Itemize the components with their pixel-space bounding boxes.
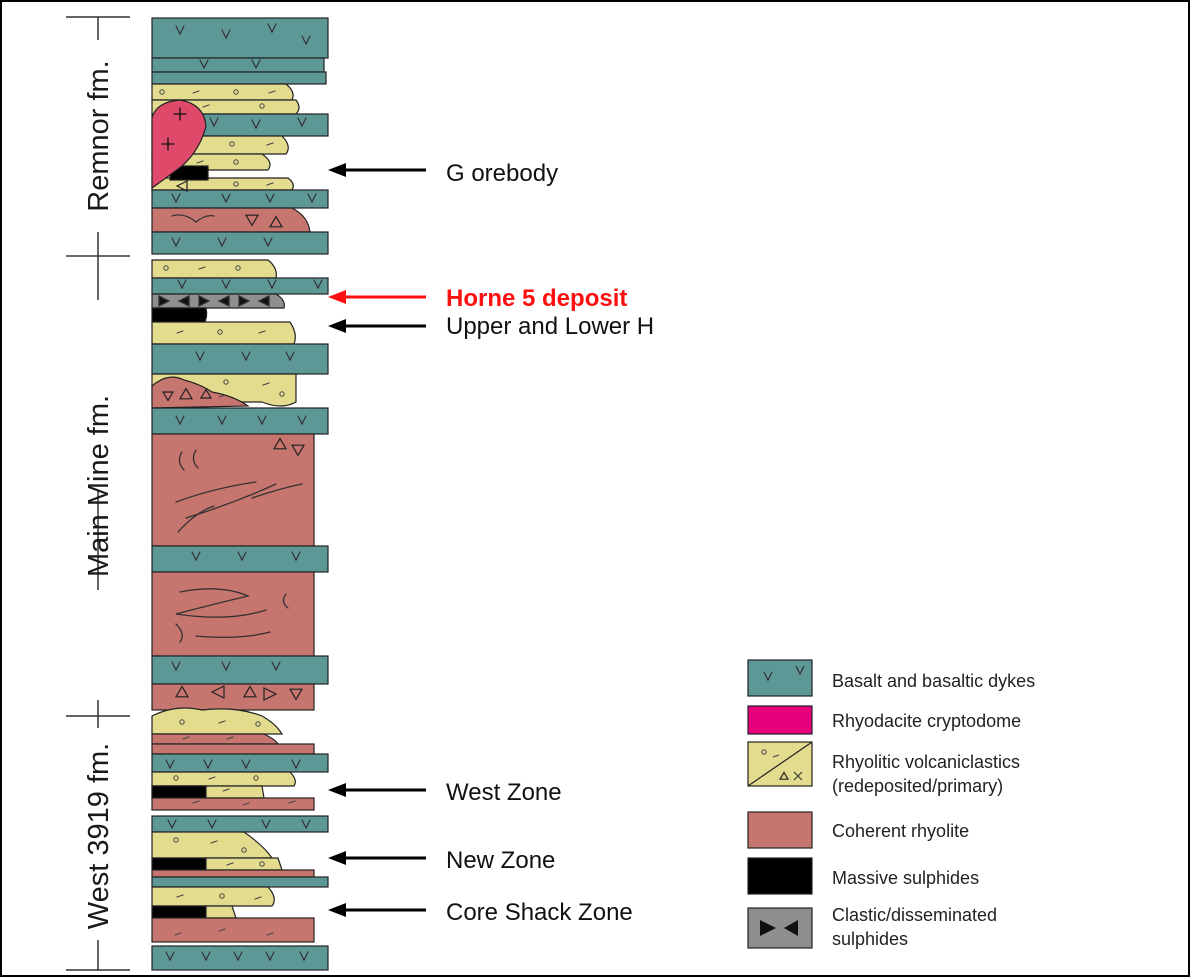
volcaniclastic-layer — [152, 832, 272, 858]
legend-label-clastic: Clastic/disseminated — [832, 905, 997, 925]
legend-swatch-basalt — [748, 660, 812, 696]
rhyolite-layer — [152, 870, 314, 877]
legend-label-volcaniclastics-sub: (redeposited/primary) — [832, 776, 1003, 796]
volcaniclastic-layer — [152, 708, 282, 734]
volcaniclastic-layer — [152, 887, 274, 906]
rhyolite-layer — [152, 744, 314, 754]
basalt-layer — [152, 754, 328, 772]
volcaniclastic-layer — [206, 906, 236, 918]
basalt-layer — [152, 946, 328, 970]
basalt-layer — [152, 656, 328, 684]
legend-label-volcaniclastics: Rhyolitic volcaniclastics — [832, 752, 1020, 772]
rhyolite-layer — [152, 434, 314, 546]
volcaniclastic-layer — [152, 322, 295, 344]
legend-label-rhyolite: Coherent rhyolite — [832, 821, 969, 841]
annotation-arrow-head — [328, 903, 346, 917]
annotation-arrow-head — [328, 319, 346, 333]
annotation-arrow-head — [328, 163, 346, 177]
basalt-layer — [152, 18, 328, 58]
rhyolite-layer — [152, 734, 278, 744]
legend-label-clastic-sub: sulphides — [832, 929, 908, 949]
rhyolite-layer — [152, 208, 310, 232]
legend-swatch-massive — [748, 858, 812, 894]
annotation-arrow-head — [328, 290, 346, 304]
basalt-layer — [152, 816, 328, 832]
annotation-arrows — [328, 163, 426, 917]
volcaniclastic-layer — [206, 858, 282, 870]
formation-label-remnor: Remnor fm. — [83, 60, 115, 211]
annotation-arrow-head — [328, 783, 346, 797]
annotation-label-west-zone: West Zone — [446, 779, 562, 806]
formation-label-main-mine: Main Mine fm. — [83, 395, 115, 577]
annotation-label-core-shack: Core Shack Zone — [446, 899, 633, 926]
formation-label-west-3919: West 3919 fm. — [83, 743, 115, 929]
massive-sulphide-lens — [152, 858, 206, 870]
legend: Basalt and basaltic dykes Rhyodacite cry… — [748, 660, 1035, 949]
annotation-label-horne-5: Horne 5 deposit — [446, 285, 627, 312]
volcaniclastic-layer — [152, 260, 276, 278]
legend-label-massive: Massive sulphides — [832, 868, 979, 888]
basalt-layer — [152, 58, 324, 72]
massive-sulphide-lens — [152, 786, 206, 798]
basalt-layer — [152, 546, 328, 572]
basalt-layer — [152, 72, 326, 84]
rhyolite-layer — [152, 918, 314, 942]
basalt-layer — [152, 190, 328, 208]
legend-swatch-clastic — [748, 908, 812, 948]
basalt-layer — [152, 877, 328, 887]
rhyolite-layer — [152, 798, 314, 810]
annotation-label-upper-lower-h: Upper and Lower H — [446, 313, 654, 340]
legend-swatch-rhyolite — [748, 812, 812, 848]
massive-sulphide-lens — [152, 906, 206, 918]
legend-label-basalt: Basalt and basaltic dykes — [832, 671, 1035, 691]
annotation-label-new-zone: New Zone — [446, 847, 555, 874]
stratigraphic-column — [152, 18, 328, 970]
basalt-layer — [152, 232, 328, 254]
basalt-layer — [152, 344, 328, 374]
annotation-arrow-head — [328, 851, 346, 865]
legend-swatch-rhyodacite — [748, 706, 812, 734]
annotation-label-g-orebody: G orebody — [446, 160, 558, 187]
legend-label-rhyodacite: Rhyodacite cryptodome — [832, 711, 1021, 731]
